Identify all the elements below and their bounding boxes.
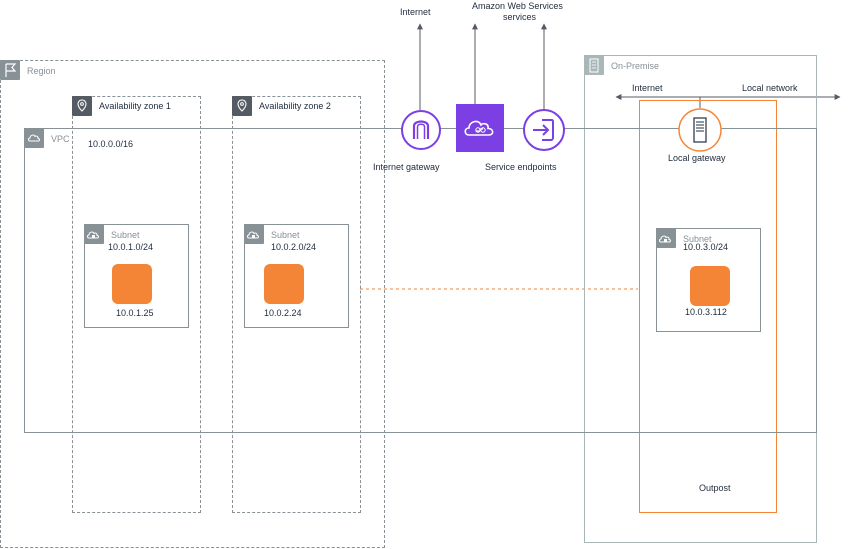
subnet3-box bbox=[656, 228, 761, 332]
instance2[interactable] bbox=[264, 264, 304, 304]
internet-gateway-label: Internet gateway bbox=[373, 162, 440, 172]
onprem-internet-label: Internet bbox=[632, 83, 663, 93]
on-premise-building-icon bbox=[584, 55, 604, 75]
endpoint-icon[interactable] bbox=[520, 106, 568, 154]
onprem-label: On-Premise bbox=[611, 61, 660, 71]
instance3[interactable] bbox=[690, 266, 730, 306]
outpost-box bbox=[639, 100, 777, 513]
aws-services-label-line2: services bbox=[503, 12, 537, 22]
instance2-ip: 10.0.2.24 bbox=[264, 308, 302, 318]
internet-label: Internet bbox=[400, 7, 431, 17]
subnet2-label: Subnet bbox=[271, 230, 300, 240]
subnet1-cidr: 10.0.1.0/24 bbox=[108, 242, 154, 252]
subnet2-box bbox=[244, 224, 349, 328]
outpost-label: Outpost bbox=[699, 483, 731, 493]
server-icon[interactable] bbox=[676, 106, 724, 154]
instance1-ip: 10.0.1.25 bbox=[116, 308, 154, 318]
az2-label: Availability zone 2 bbox=[259, 101, 331, 111]
internet-gateway-icon[interactable] bbox=[399, 108, 443, 152]
onprem-local-network-label: Local network bbox=[742, 83, 798, 93]
vpc-label: VPC bbox=[51, 134, 70, 144]
az-pin-icon bbox=[72, 96, 92, 116]
az1-box bbox=[72, 96, 201, 513]
instance3-ip: 10.0.3.112 bbox=[685, 307, 727, 317]
region-flag-icon bbox=[0, 60, 20, 80]
subnet-cloud-lock-icon bbox=[244, 224, 264, 244]
service-endpoints-label: Service endpoints bbox=[485, 162, 557, 172]
vpc-cloud-icon bbox=[24, 128, 44, 148]
aws-services-label-line1: Amazon Web Services bbox=[472, 1, 563, 11]
region-box bbox=[0, 60, 385, 548]
subnet1-box bbox=[84, 224, 189, 328]
aws-cloud-icon[interactable] bbox=[456, 104, 504, 152]
subnet-cloud-lock-icon bbox=[656, 228, 676, 248]
local-gateway-label: Local gateway bbox=[668, 153, 726, 163]
subnet2-cidr: 10.0.2.0/24 bbox=[271, 242, 317, 252]
az2-box bbox=[232, 96, 361, 513]
instance1[interactable] bbox=[112, 264, 152, 304]
subnet3-cidr: 10.0.3.0/24 bbox=[683, 242, 729, 252]
subnet3-label: Subnet bbox=[683, 234, 712, 244]
subnet-cloud-lock-icon bbox=[84, 224, 104, 244]
az-pin-icon bbox=[232, 96, 252, 116]
az1-label: Availability zone 1 bbox=[99, 101, 171, 111]
subnet1-label: Subnet bbox=[111, 230, 140, 240]
vpc-cidr: 10.0.0.0/16 bbox=[88, 139, 134, 149]
region-label: Region bbox=[27, 66, 56, 76]
